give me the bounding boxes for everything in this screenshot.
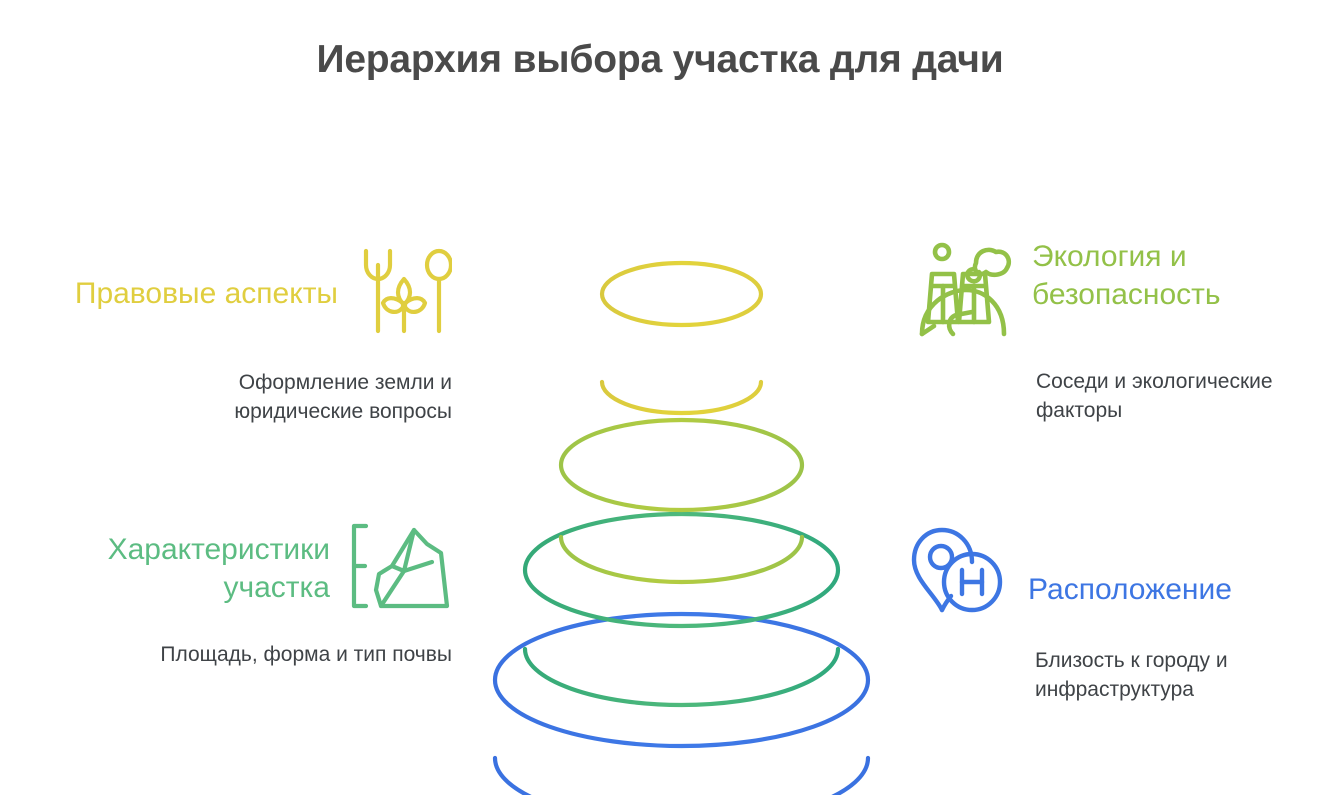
quadrant-ecology-title: Экология и безопасность [1032,240,1221,311]
quadrant-ecology: Экология и безопасность Соседи и экологи… [918,238,1320,425]
quadrant-plot-description: Площадь, форма и тип почвы [160,643,452,666]
terrain-elevation-icon [348,522,452,615]
quadrant-legal-description: Оформление земли и юридические вопросы [234,371,452,423]
map-pin-hospital-icon [910,524,1010,625]
cake-tier-legal [599,260,764,416]
quadrant-location-header: Расположение [910,524,1320,625]
cake-tier-ecology [558,417,805,585]
quadrant-location: Расположение Близость к городу и инфраст… [910,524,1320,704]
quadrant-ecology-description: Соседи и экологические факторы [1036,370,1273,422]
cake-tier-plot [522,511,841,708]
quadrant-plot: Характеристики участка Площадь, форма и … [0,522,452,669]
quadrant-legal-header: Правовые аспекты [0,245,454,342]
quadrant-legal-title: Правовые аспекты [74,276,338,310]
quadrant-location-title: Расположение [1028,572,1232,606]
page-title: Иерархия выбора участка для дачи [316,38,1004,81]
quadrant-legal: Правовые аспекты Оформление земли и юрид… [0,245,454,426]
garden-tools-icon [356,245,454,342]
quadrant-location-description: Близость к городу и инфраструктура [1035,649,1228,701]
quadrant-plot-header: Характеристики участка [0,522,452,615]
quadrant-plot-title: Характеристики участка [107,532,330,604]
tiered-hierarchy-diagram [470,225,890,800]
quadrant-ecology-header: Экология и безопасность [918,238,1320,343]
factory-globe-icon [918,238,1014,343]
